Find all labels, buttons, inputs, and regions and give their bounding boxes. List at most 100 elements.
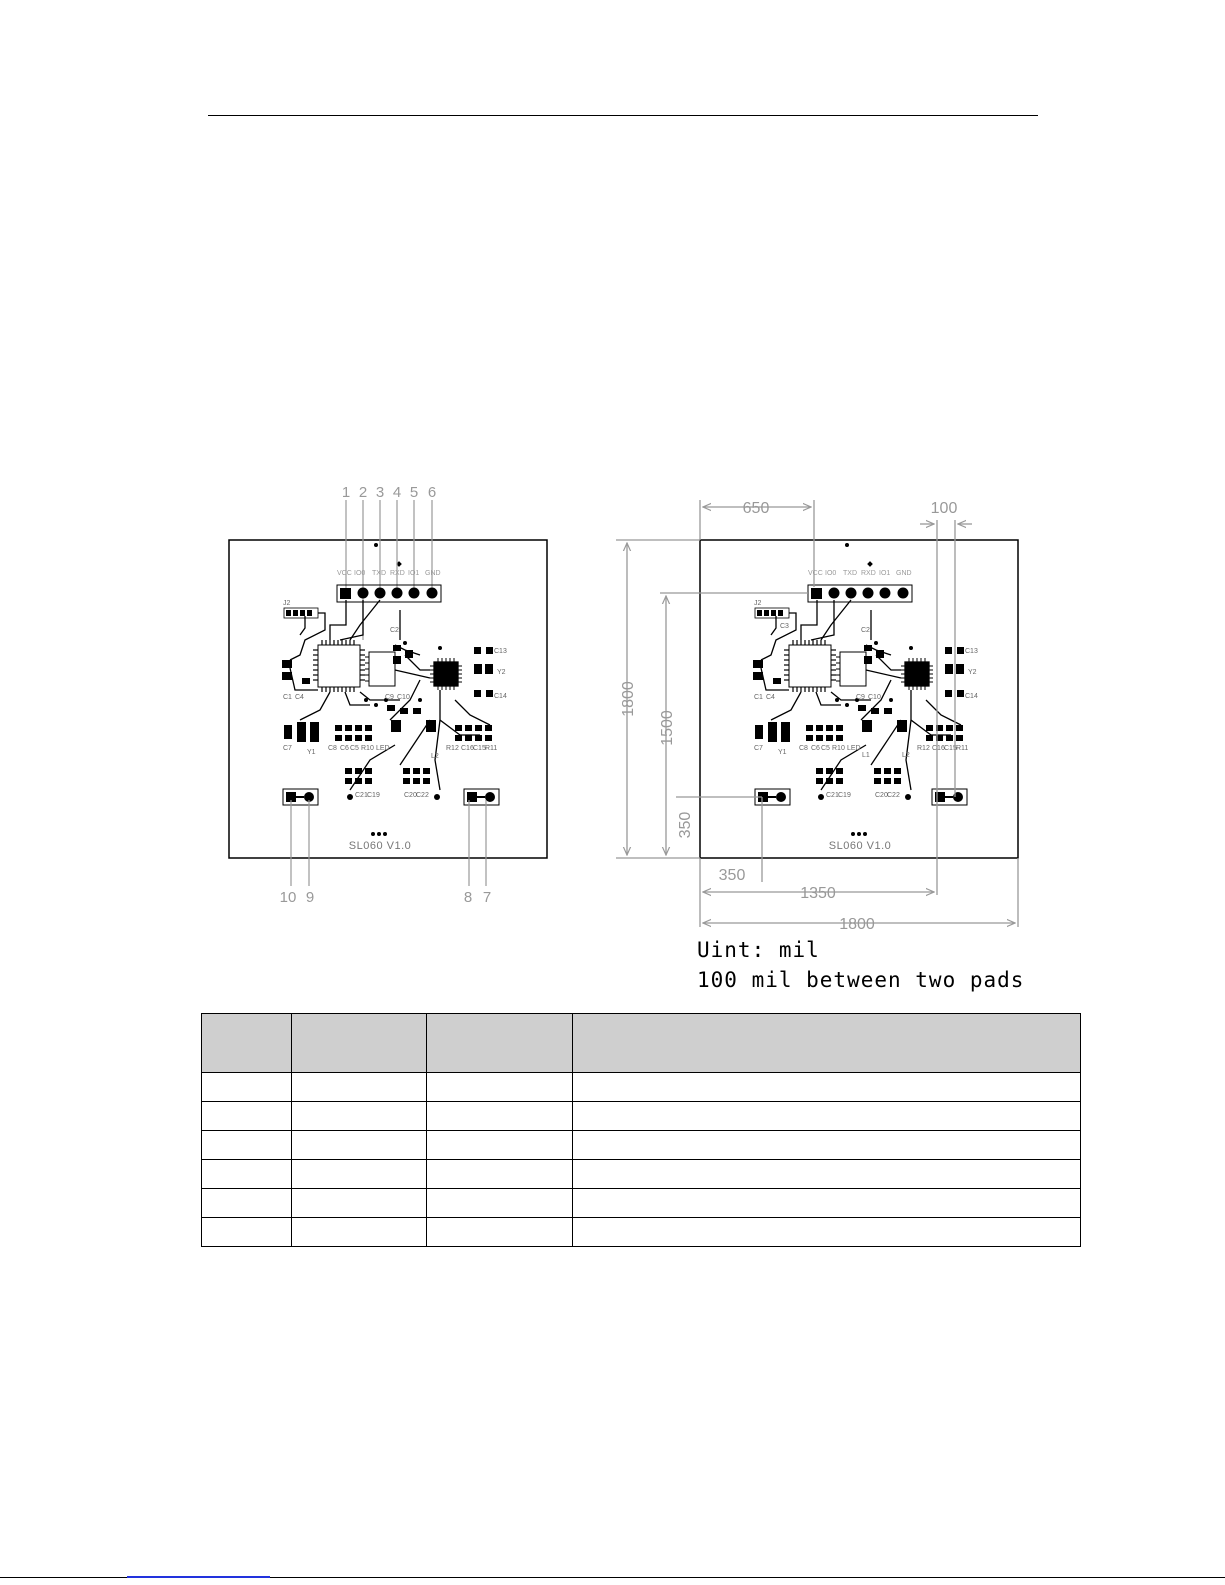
svg-text:C21: C21 bbox=[355, 792, 368, 799]
right-smd-pads bbox=[753, 641, 964, 800]
table-row bbox=[201, 1072, 1081, 1102]
pad-pitch-note: 100 mil between two pads bbox=[697, 968, 1025, 992]
table-cell bbox=[201, 1159, 292, 1189]
svg-text:C6: C6 bbox=[811, 745, 820, 752]
table-cell bbox=[201, 1101, 292, 1131]
svg-text:C21: C21 bbox=[826, 792, 839, 799]
table-row bbox=[201, 1159, 1081, 1189]
svg-text:C9: C9 bbox=[856, 694, 865, 701]
svg-text:IO1: IO1 bbox=[408, 570, 419, 577]
left-bottom-pin-numbers: 10 9 8 7 bbox=[280, 889, 492, 906]
svg-text:C6: C6 bbox=[340, 745, 349, 752]
right-component-labels: J2 C3 C2 C1 C4 C13 Y2 C14 C7 Y1 C8 C6 C5… bbox=[754, 600, 978, 799]
table-cell bbox=[572, 1188, 1081, 1218]
header-rule bbox=[208, 115, 1038, 116]
svg-text:C8: C8 bbox=[799, 745, 808, 752]
svg-text:C19: C19 bbox=[838, 792, 851, 799]
svg-text:C7: C7 bbox=[754, 745, 763, 752]
table-row bbox=[201, 1217, 1081, 1247]
table-cell bbox=[426, 1101, 573, 1131]
right-board-outline bbox=[699, 539, 1019, 859]
svg-text:C2: C2 bbox=[861, 627, 870, 634]
table-cell bbox=[572, 1101, 1081, 1131]
pin-number-2: 2 bbox=[359, 484, 367, 501]
svg-text:Y2: Y2 bbox=[497, 669, 506, 676]
svg-text:C16: C16 bbox=[461, 745, 474, 752]
svg-text:J2: J2 bbox=[283, 600, 291, 607]
svg-text:GND: GND bbox=[425, 570, 441, 577]
svg-text:C13: C13 bbox=[965, 648, 978, 655]
svg-text:L2: L2 bbox=[431, 753, 439, 760]
dim-1500: 1500 bbox=[659, 710, 676, 746]
table-cell bbox=[291, 1188, 427, 1218]
table-cell bbox=[426, 1188, 573, 1218]
svg-text:R10: R10 bbox=[832, 745, 845, 752]
dim-650: 650 bbox=[743, 500, 770, 517]
footer-link-underline[interactable] bbox=[127, 1576, 270, 1578]
svg-text:C9: C9 bbox=[385, 694, 394, 701]
svg-text:C22: C22 bbox=[416, 792, 429, 799]
svg-text:C4: C4 bbox=[295, 694, 304, 701]
svg-text:Y1: Y1 bbox=[778, 749, 787, 756]
right-bottom-pads bbox=[754, 788, 968, 806]
left-top-pin-numbers: 1 2 3 4 5 6 bbox=[342, 484, 436, 501]
table-cell bbox=[572, 1072, 1081, 1102]
svg-text:IO1: IO1 bbox=[879, 570, 890, 577]
svg-text:C4: C4 bbox=[766, 694, 775, 701]
svg-text:R12: R12 bbox=[446, 745, 459, 752]
svg-text:C10: C10 bbox=[397, 694, 410, 701]
pin-table-header-cell bbox=[201, 1013, 292, 1073]
table-cell bbox=[201, 1072, 292, 1102]
svg-text:R10: R10 bbox=[361, 745, 374, 752]
svg-text:LED: LED bbox=[376, 745, 390, 752]
right-silk-dots bbox=[851, 832, 867, 836]
right-header-labels: VCC IO0 TXD RXD IO1 GND bbox=[808, 570, 912, 577]
left-silk-dots bbox=[371, 832, 387, 836]
svg-text:RXD: RXD bbox=[861, 570, 876, 577]
svg-text:C22: C22 bbox=[887, 792, 900, 799]
left-header-labels: VCC IO0 TXD RXD IO1 GND bbox=[337, 570, 441, 577]
pin-number-7: 7 bbox=[483, 889, 491, 906]
svg-text:C10: C10 bbox=[868, 694, 881, 701]
svg-text:TXD: TXD bbox=[372, 570, 386, 577]
footer-rule bbox=[0, 1577, 1225, 1578]
unit-note: Uint: mil bbox=[697, 938, 820, 962]
table-cell bbox=[426, 1217, 573, 1247]
svg-text:TXD: TXD bbox=[843, 570, 857, 577]
table-row bbox=[201, 1188, 1081, 1218]
table-cell bbox=[201, 1188, 292, 1218]
svg-text:C19: C19 bbox=[367, 792, 380, 799]
svg-text:C15: C15 bbox=[944, 745, 957, 752]
svg-text:C1: C1 bbox=[283, 694, 292, 701]
svg-text:C20: C20 bbox=[875, 792, 888, 799]
svg-text:C1: C1 bbox=[754, 694, 763, 701]
svg-text:J2: J2 bbox=[754, 600, 762, 607]
svg-text:GND: GND bbox=[896, 570, 912, 577]
svg-text:C2: C2 bbox=[390, 627, 399, 634]
svg-text:C13: C13 bbox=[494, 648, 507, 655]
svg-text:L2: L2 bbox=[902, 752, 910, 759]
dim-100: 100 bbox=[931, 500, 958, 517]
svg-text:R12: R12 bbox=[917, 745, 930, 752]
pin-table-header-cell bbox=[426, 1013, 573, 1073]
right-silkscreen-label: SL060 V1.0 bbox=[829, 840, 892, 852]
dim-350-horizontal: 350 bbox=[719, 867, 746, 884]
svg-text:Y1: Y1 bbox=[307, 749, 316, 756]
svg-text:IO0: IO0 bbox=[354, 570, 365, 577]
right-dimension-lines bbox=[616, 500, 1019, 927]
table-cell bbox=[426, 1130, 573, 1160]
left-header-pads bbox=[336, 584, 442, 603]
svg-text:C14: C14 bbox=[494, 693, 507, 700]
svg-text:C5: C5 bbox=[821, 745, 830, 752]
svg-text:R11: R11 bbox=[956, 745, 968, 752]
pin-number-3: 3 bbox=[376, 484, 384, 501]
left-bottom-leaders bbox=[290, 800, 487, 886]
svg-text:R11: R11 bbox=[485, 745, 497, 752]
pin-number-9: 9 bbox=[306, 889, 314, 906]
table-cell bbox=[201, 1217, 292, 1247]
table-cell bbox=[291, 1101, 427, 1131]
svg-text:IO0: IO0 bbox=[825, 570, 836, 577]
left-board-outline bbox=[228, 539, 548, 859]
table-cell bbox=[572, 1130, 1081, 1160]
pin-number-5: 5 bbox=[410, 484, 418, 501]
